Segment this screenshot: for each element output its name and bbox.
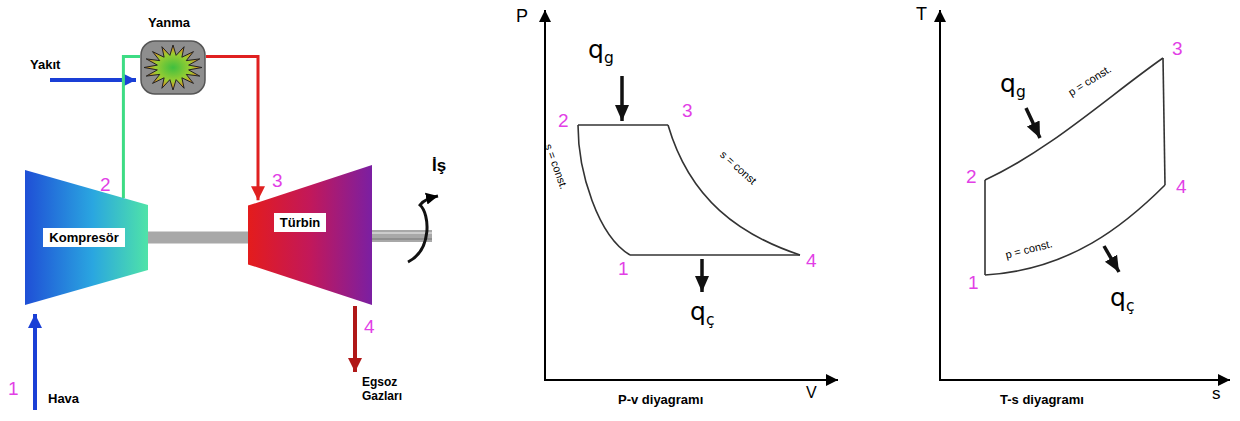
state-number: 3	[272, 170, 283, 192]
flame-burst	[144, 45, 202, 90]
compressor-body	[25, 170, 148, 305]
heat-in-arrow	[1026, 108, 1040, 138]
axis-label: T	[916, 4, 927, 25]
air-line	[123, 57, 140, 199]
curve-label: s = const	[718, 148, 759, 187]
compressor: Kompresör	[25, 170, 148, 305]
heat-label: qç	[1110, 284, 1134, 315]
shaft-extension	[372, 230, 432, 242]
diagram-caption: T-s diyagramı	[1000, 393, 1084, 408]
shaft	[148, 232, 248, 244]
chamber-casing	[141, 41, 205, 94]
state-number: 1	[618, 258, 629, 280]
axis-label: P	[516, 6, 528, 27]
turbine-body	[248, 165, 372, 305]
air-arrow	[33, 314, 37, 410]
heat-out-arrow	[1104, 246, 1119, 272]
subscript: ç	[706, 311, 715, 329]
heat-in-arrow	[620, 76, 624, 121]
state-number: 2	[966, 166, 977, 188]
flow-label: Yakıt	[30, 58, 60, 73]
heat-label: qg	[1000, 70, 1026, 101]
ts-axes	[939, 10, 1230, 381]
diagram-caption: P-v diyagramı	[618, 393, 703, 408]
curve-label: p = const.	[1004, 237, 1054, 261]
heat-label: qç	[690, 298, 714, 329]
curve-label: s = const.	[542, 142, 570, 191]
burner-shape	[140, 40, 206, 95]
turbine: Türbin	[248, 165, 372, 305]
pv-cycle	[578, 125, 800, 255]
axis-label: V	[806, 384, 817, 402]
hot-gas-line	[206, 57, 258, 201]
work-label: İş	[432, 156, 446, 176]
ts-cycle	[985, 58, 1165, 275]
state-number: 1	[8, 378, 19, 400]
subscript: ç	[1126, 297, 1135, 315]
state-number: 4	[1176, 176, 1187, 198]
state-number: 4	[364, 316, 375, 338]
flow-label: Hava	[48, 392, 79, 407]
state-number: 2	[558, 110, 569, 132]
curve-label: p = const.	[1066, 63, 1113, 99]
state-number: 3	[682, 100, 693, 122]
node-label: Türbin	[274, 213, 326, 232]
heat-label: qg	[588, 36, 614, 67]
turb-shape	[248, 165, 372, 305]
state-number: 3	[1172, 38, 1183, 60]
exhaust-arrow	[353, 306, 357, 372]
pv-axes	[544, 10, 838, 381]
subscript: g	[1016, 83, 1026, 101]
node-label: Kompresör	[43, 228, 124, 247]
state-number: 2	[100, 174, 111, 196]
subscript: g	[604, 49, 614, 67]
flow-label: Egsoz Gazları	[362, 376, 402, 404]
heat-out-arrow	[700, 259, 704, 292]
work-arrow	[408, 196, 438, 262]
axis-label: s	[1212, 384, 1221, 404]
node-heading: Yanma	[148, 15, 190, 30]
state-number: 1	[968, 272, 979, 294]
state-number: 4	[806, 250, 817, 272]
combustion-chamber: Yanma	[140, 40, 206, 95]
